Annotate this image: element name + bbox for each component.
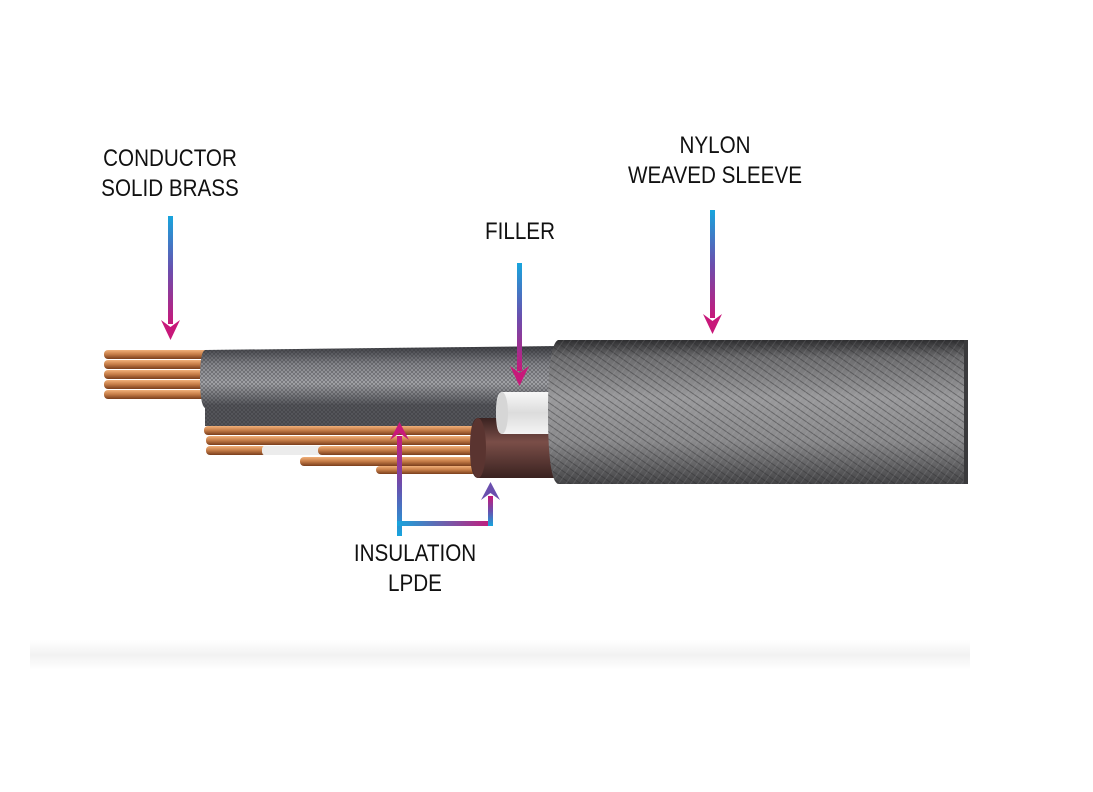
conductor-label: CONDUCTOR SOLID BRASS [75, 144, 264, 204]
conductor-label-line2: SOLID BRASS [101, 175, 239, 202]
nylon-arrow [703, 210, 722, 334]
upper-conductor-strands [104, 350, 214, 399]
filler-label: FILLER [451, 217, 589, 247]
filler-cord [496, 392, 560, 434]
nylon-label-line2: WEAVED SLEEVE [628, 162, 802, 189]
conductor-label-line1: CONDUCTOR [103, 145, 237, 172]
inner-sheath [200, 346, 560, 426]
filler-label-line1: FILLER [485, 218, 555, 245]
nylon-label-line1: NYLON [679, 132, 751, 159]
filler-arrow [510, 263, 529, 386]
insulation-arrows [390, 422, 500, 536]
nylon-sleeve [548, 340, 968, 484]
lower-conductor-strands [204, 426, 480, 474]
insulation-label-line1: INSULATION [353, 540, 477, 567]
nylon-label: NYLON WEAVED SLEEVE [616, 131, 814, 191]
floor-shadow [30, 640, 970, 670]
insulation-label: INSULATION LPDE [320, 539, 509, 599]
conductor-arrow [161, 216, 180, 340]
insulation-label-line2: LPDE [388, 570, 442, 597]
